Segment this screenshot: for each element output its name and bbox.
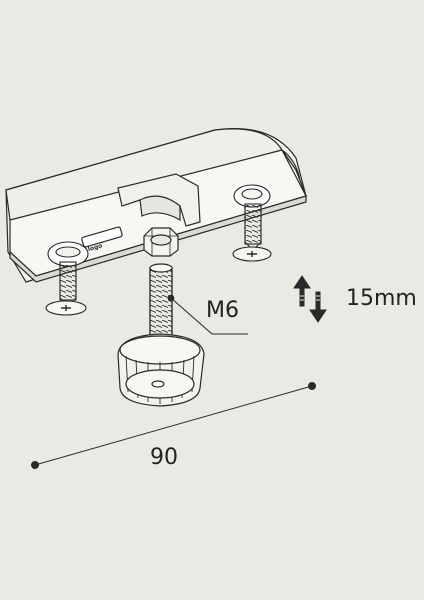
travel-length-label: 15mm xyxy=(346,286,417,311)
width-dimension-line xyxy=(31,382,316,469)
width-dimension-label: 90 xyxy=(150,445,178,470)
m6-leader xyxy=(167,294,248,335)
right-wood-screw xyxy=(232,184,272,262)
left-wood-screw xyxy=(45,241,89,316)
mounting-bracket xyxy=(5,127,307,283)
travel-arrow-icon xyxy=(293,275,327,323)
m6-adjustment-bolt xyxy=(117,227,205,407)
logo-stamp: logo xyxy=(87,242,103,253)
svg-text:logo: logo xyxy=(87,242,103,253)
thread-size-label: M6 xyxy=(206,298,239,323)
